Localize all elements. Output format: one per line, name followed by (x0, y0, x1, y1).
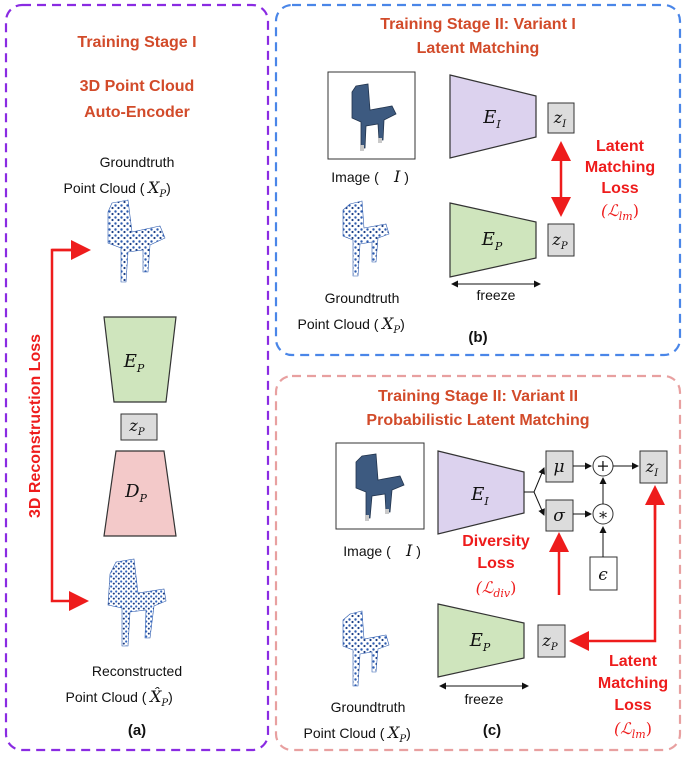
panel-b-gt-label-1: Groundtruth (325, 290, 400, 306)
panel-c-chair-image (355, 453, 405, 521)
panel-c-matching-arrow (569, 494, 657, 651)
panel-b-title-2: Latent Matching (417, 40, 540, 57)
panel-b-encoder-image (449, 74, 537, 159)
panel-c-diversity-1: Diversity (462, 533, 530, 550)
panel-b-latent-p-box (547, 223, 575, 257)
panel-c-latent-i-box (639, 450, 668, 484)
panel-c-image-label: Image ( (343, 543, 391, 559)
panel-a-gt-var: XP) (146, 178, 171, 200)
panel-b-border (274, 3, 682, 357)
panel-c-encoder-image-label: EI (470, 484, 489, 508)
panel-b-image-var: I ) (393, 167, 409, 186)
panel-b-latent-i-box (547, 102, 575, 134)
panel-c-image-var: I ) (405, 541, 421, 560)
panel-c-encoder-image (437, 450, 525, 535)
panel-a-gt-label-1: Groundtruth (100, 154, 175, 170)
panel-c-sigma-label: σ (553, 506, 565, 526)
panel-b-loss-1: Latent (596, 138, 645, 155)
panel-a-recon-label-2: Point Cloud ( (66, 689, 147, 705)
panel-b-title-1: Training Stage II: Variant I (380, 16, 576, 33)
panel-c-latent-i-label: zI (645, 457, 659, 479)
panel-a-decoder-label: DP (124, 481, 147, 505)
panel-c-encoder-point (437, 603, 525, 678)
panel-a-loss-label: 3D Reconstruction Loss (27, 334, 44, 518)
panel-a-title-3: Auto-Encoder (84, 104, 190, 121)
panel-c-caption: (c) (483, 722, 501, 739)
panel-c-times-label: ∗ (598, 505, 609, 524)
panel-b-loss-symbol: (ℒlm) (601, 201, 639, 223)
panel-c-diversity-symbol: (ℒdiv) (476, 578, 517, 600)
panel-c-border (274, 374, 682, 752)
panel-c-diversity-2: Loss (477, 555, 514, 572)
panel-b-chair-image (351, 83, 397, 151)
panel-b-freeze-label: freeze (477, 287, 516, 303)
panel-a-title-1: Training Stage I (77, 34, 196, 51)
panel-b-gt-point-cloud (342, 200, 390, 277)
panel-c-encoder-point-label: EP (469, 630, 491, 654)
panel-a-recon-var: X̂P) (148, 687, 173, 709)
panel-c-sigma-box (545, 499, 574, 532)
panel-a-gt-point-cloud (107, 199, 166, 283)
panel-c-epsilon-label: ϵ (598, 565, 608, 585)
panel-c-gt-point-cloud (342, 610, 390, 687)
panel-a-latent-box (120, 413, 158, 441)
panel-c-latent-p-box (537, 624, 566, 658)
panel-a-latent-label: zP (128, 416, 144, 438)
panel-c-loss-1: Latent (609, 653, 658, 670)
panel-a-decoder (103, 450, 177, 537)
panel-b-caption: (b) (468, 329, 487, 346)
panel-a-encoder-label: EP (123, 351, 145, 375)
panel-c-title-2: Probabilistic Latent Matching (366, 412, 589, 429)
panel-b-encoder-image-label: EI (482, 107, 501, 131)
panel-b-image-label: Image ( (331, 169, 379, 185)
panel-a-caption: (a) (128, 722, 146, 739)
panel-c-gt-var: XP) (386, 723, 411, 745)
panel-c-mu-label: μ (553, 457, 564, 477)
panel-a-encoder (103, 316, 177, 403)
panel-a-recon-label-1: Reconstructed (92, 663, 182, 679)
panel-c-title-1: Training Stage II: Variant II (378, 388, 578, 405)
panel-b-latent-p-label: zP (551, 230, 567, 252)
panel-c-gt-label-2: Point Cloud ( (304, 725, 385, 741)
panel-c-loss-3: Loss (614, 697, 651, 714)
panel-b-encoder-point (449, 202, 537, 278)
panel-c-loss-2: Matching (598, 675, 668, 692)
panel-c-latent-p-label: zP (541, 631, 557, 653)
panel-b-loss-3: Loss (601, 180, 638, 197)
panel-b-loss-2: Matching (585, 159, 655, 176)
panel-c-branch-sigma (533, 491, 545, 516)
panel-a-title-2: 3D Point Cloud (80, 78, 195, 95)
panel-b-gt-var: XP) (380, 314, 405, 336)
panel-c-branch-mu (524, 467, 545, 493)
panel-b-latent-i-label: zI (553, 108, 567, 130)
panel-c-loss-symbol: (ℒlm) (614, 719, 652, 741)
panel-c-gt-label-1: Groundtruth (331, 699, 406, 715)
panel-b-gt-label-2: Point Cloud ( (298, 316, 379, 332)
panel-b-encoder-point-label: EP (481, 229, 503, 253)
panel-a-loss-bracket (50, 248, 89, 611)
panel-c-freeze-label: freeze (465, 691, 504, 707)
panel-a-recon-point-cloud (107, 558, 167, 647)
panel-c-mu-box (545, 450, 574, 483)
panel-a-gt-label-2: Point Cloud ( (64, 180, 145, 196)
panel-c-image-frame (335, 442, 425, 530)
panel-c-plus-label: + (596, 456, 609, 475)
